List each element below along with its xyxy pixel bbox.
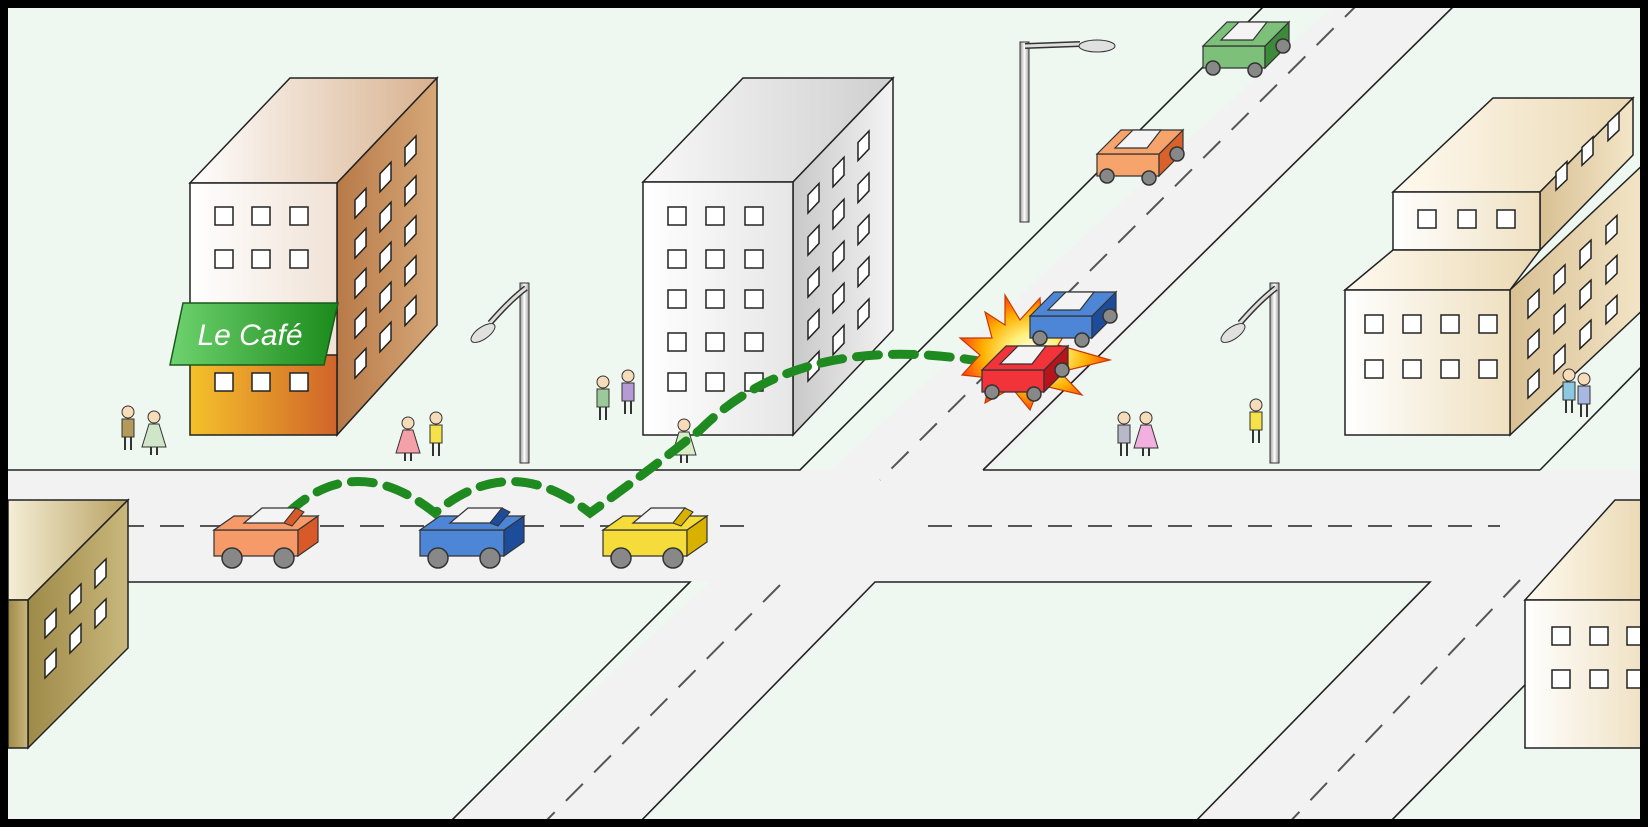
cafe-shopfront — [189, 354, 338, 436]
window — [832, 239, 845, 273]
window — [807, 181, 820, 215]
window — [857, 129, 870, 163]
pedestrian-icon — [1562, 368, 1576, 413]
cafe-side-windows — [354, 134, 417, 380]
pedestrian-icon — [1117, 411, 1131, 456]
window — [354, 346, 367, 380]
pedestrian-icon — [141, 410, 167, 455]
grey-side-windows — [807, 129, 870, 383]
cafe-windows — [214, 206, 309, 392]
window — [832, 155, 845, 189]
street-lamp-icon — [1019, 39, 1116, 223]
street-lamp-icon — [1220, 282, 1280, 464]
cars — [212, 20, 1291, 569]
window — [807, 349, 820, 383]
window — [404, 294, 417, 328]
road-network — [8, 0, 1648, 827]
window — [857, 297, 870, 331]
window — [832, 323, 845, 357]
window — [807, 223, 820, 257]
pedestrian-icon — [429, 411, 443, 456]
diagonal-road-right — [1190, 470, 1648, 827]
window — [354, 266, 367, 300]
pedestrian-icon — [121, 405, 135, 450]
window — [44, 607, 57, 640]
window — [1605, 253, 1618, 286]
car-icon — [212, 507, 320, 569]
window — [354, 186, 367, 220]
window — [404, 254, 417, 288]
window — [1553, 343, 1566, 376]
olive-front — [7, 599, 29, 749]
window — [857, 171, 870, 205]
car-icon — [980, 344, 1070, 402]
window — [832, 197, 845, 231]
cream-building — [1523, 499, 1648, 749]
car-icon — [601, 507, 709, 569]
window — [1527, 367, 1540, 400]
window — [379, 160, 392, 194]
window — [69, 622, 82, 655]
window — [1581, 135, 1594, 168]
window — [379, 240, 392, 274]
pedestrian-icon — [1577, 372, 1591, 417]
window — [44, 647, 57, 680]
window — [857, 255, 870, 289]
pedestrian-icon — [395, 416, 421, 461]
grey-front-windows — [667, 206, 764, 392]
window — [1579, 278, 1592, 311]
window — [807, 307, 820, 341]
beige-front-windows — [1364, 209, 1516, 379]
cafe-awning — [169, 302, 339, 366]
window — [404, 134, 417, 168]
window — [94, 597, 107, 630]
window — [1579, 238, 1592, 271]
window — [1553, 303, 1566, 336]
window — [1605, 293, 1618, 326]
olive-side-windows — [44, 557, 107, 680]
cafe-sign-text: Le Café — [197, 319, 302, 352]
window — [1579, 318, 1592, 351]
street-lamp-icon — [470, 282, 530, 464]
car-icon — [1201, 20, 1291, 78]
car-icon — [1028, 290, 1118, 348]
window — [69, 582, 82, 615]
window — [379, 280, 392, 314]
window — [1527, 287, 1540, 320]
window — [379, 200, 392, 234]
pedestrian-icon — [621, 369, 635, 414]
car-icon — [1095, 128, 1185, 186]
window — [379, 320, 392, 354]
window — [354, 226, 367, 260]
window — [354, 306, 367, 340]
window — [404, 174, 417, 208]
window — [1553, 263, 1566, 296]
window — [1555, 159, 1568, 192]
pedestrian-icon — [596, 375, 610, 420]
pedestrian-icon — [1249, 398, 1263, 443]
car-icon — [418, 507, 526, 569]
window — [807, 265, 820, 299]
window — [404, 214, 417, 248]
beige-side-windows — [1527, 110, 1620, 400]
diagonal-road-main — [445, 0, 1460, 827]
window — [1527, 327, 1540, 360]
window — [94, 557, 107, 590]
crash-cars — [980, 290, 1118, 402]
cafe-sign: Le Café — [169, 302, 339, 366]
window — [1607, 110, 1620, 143]
pedestrian-icon — [1133, 411, 1159, 456]
window — [832, 281, 845, 315]
window — [857, 213, 870, 247]
window — [1605, 213, 1618, 246]
route-path — [283, 349, 990, 519]
